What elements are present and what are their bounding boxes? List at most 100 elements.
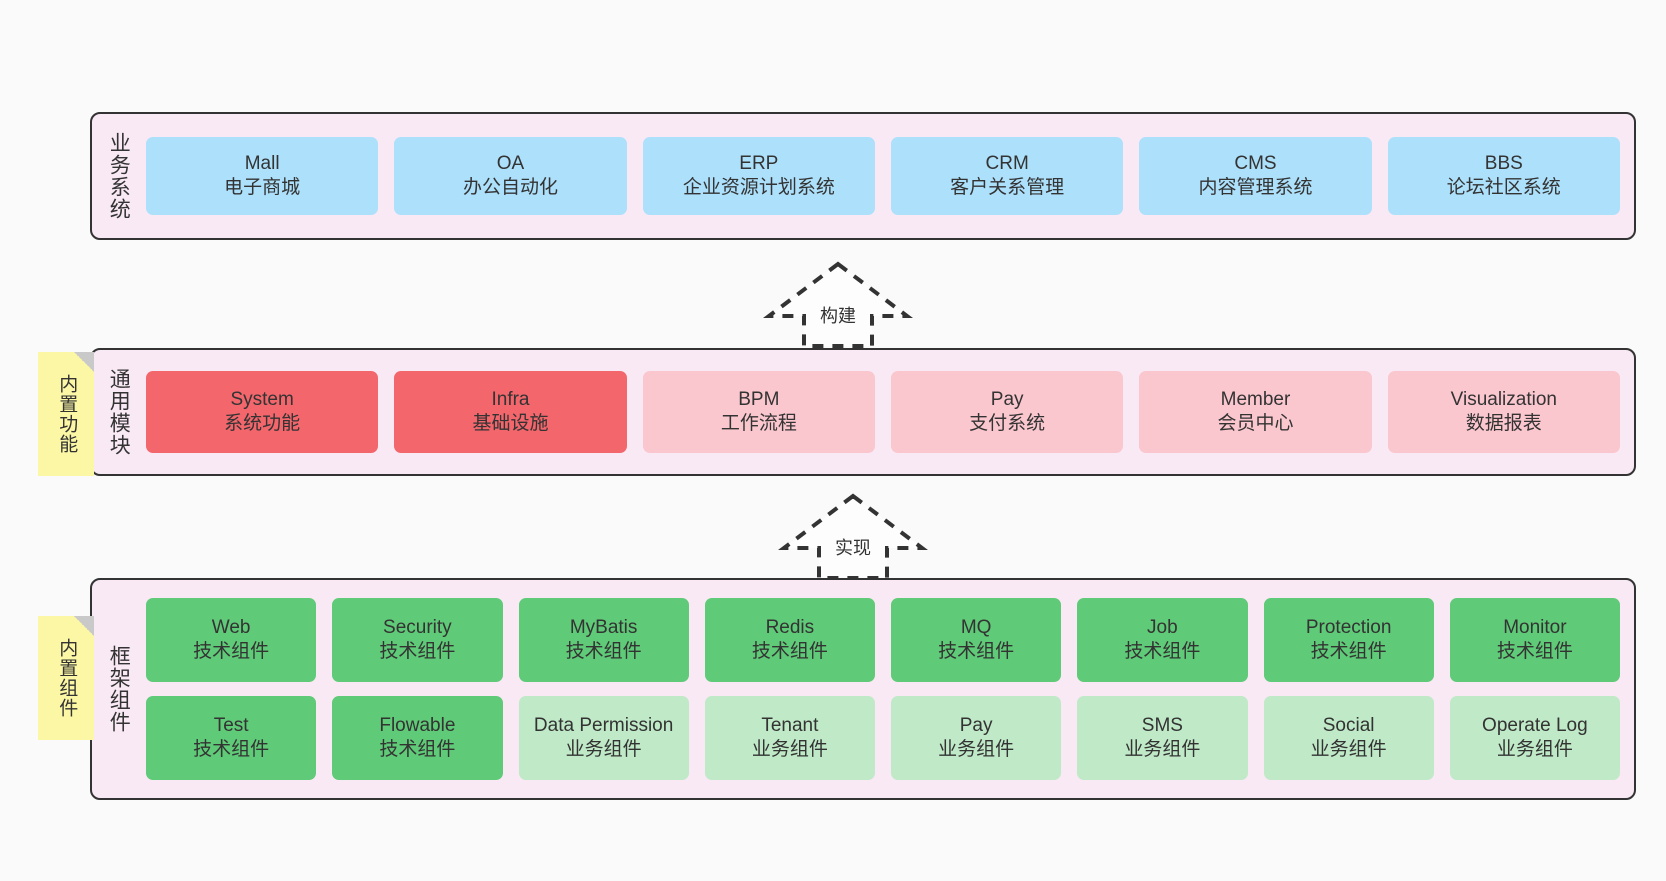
cell-title-cn: 办公自动化 [462, 177, 558, 198]
business-cell-erp[interactable]: ERP 企业资源计划系统 [642, 137, 875, 215]
component-cell-protection[interactable]: Protection 技术组件 [1263, 598, 1434, 682]
component-cell-pay[interactable]: Pay 业务组件 [891, 696, 1062, 780]
cell-title-cn: 业务组件 [938, 739, 1015, 760]
layer-title-business-system: 业务系统 [107, 132, 131, 220]
arrow-implement-shape [778, 493, 928, 580]
cell-title-cn: 电子商城 [224, 177, 301, 198]
cell-title-en: Mall [244, 152, 280, 174]
note-builtin-component: 内置组件 [38, 616, 94, 740]
cell-title-en: ERP [739, 152, 779, 174]
module-cell-visualization[interactable]: Visualization 数据报表 [1387, 371, 1620, 453]
cell-title-cn: 技术组件 [193, 641, 270, 662]
cell-title-cn: 支付系统 [969, 413, 1046, 434]
cell-title-cn: 客户关系管理 [950, 177, 1065, 198]
cell-title-cn: 工作流程 [720, 413, 797, 434]
cell-title-en: Web [211, 616, 251, 638]
cell-title-cn: 业务组件 [1124, 739, 1201, 760]
component-cell-mq[interactable]: MQ 技术组件 [891, 598, 1062, 682]
component-cell-job[interactable]: Job 技术组件 [1077, 598, 1248, 682]
cell-title-en: Pay [990, 388, 1024, 410]
component-cell-sms[interactable]: SMS 业务组件 [1077, 696, 1248, 780]
cell-title-en: MQ [960, 616, 992, 638]
cell-title-en: Infra [491, 388, 530, 410]
module-cell-pay[interactable]: Pay 支付系统 [890, 371, 1124, 453]
component-cell-flowable[interactable]: Flowable 技术组件 [332, 696, 503, 780]
layer-business-system: 业务系统 Mall 电子商城 OA 办公自动化 ERP 企业资源计划系统 CRM 客户关系管理… [90, 112, 1636, 240]
business-cell-oa[interactable]: OA 办公自动化 [394, 137, 627, 215]
cell-title-cn: 企业资源计划系统 [682, 177, 835, 198]
business-cell-mall[interactable]: Mall 电子商城 [146, 137, 379, 215]
cell-title-en: Job [1147, 616, 1178, 638]
component-cell-monitor[interactable]: Monitor 技术组件 [1449, 598, 1620, 682]
module-cell-bpm[interactable]: BPM 工作流程 [642, 371, 875, 453]
arrow-build-shape [763, 261, 913, 348]
cell-title-en: Social [1322, 714, 1375, 736]
cell-title-cn: 业务组件 [1310, 739, 1387, 760]
cell-title-cn: 业务组件 [1496, 739, 1573, 760]
cell-title-en: BBS [1484, 152, 1523, 174]
business-cell-crm[interactable]: CRM 客户关系管理 [890, 137, 1124, 215]
cell-title-en: CRM [985, 152, 1029, 174]
cell-title-cn: 技术组件 [1124, 641, 1201, 662]
cell-title-cn: 内容管理系统 [1198, 177, 1313, 198]
cell-title-cn: 技术组件 [751, 641, 828, 662]
cell-title-cn: 技术组件 [379, 739, 456, 760]
layer-body-business-system: Mall 电子商城 OA 办公自动化 ERP 企业资源计划系统 CRM 客户关系管理 CMS 内容… [136, 122, 1620, 230]
cell-title-en: Security [383, 616, 452, 638]
cell-title-cn: 基础设施 [472, 413, 549, 434]
cell-title-en: BPM [738, 388, 780, 410]
cell-title-en: System [230, 388, 294, 410]
component-cell-security[interactable]: Security 技术组件 [332, 598, 503, 682]
cell-title-cn: 技术组件 [565, 641, 642, 662]
component-cell-tenant[interactable]: Tenant 业务组件 [704, 696, 875, 780]
cell-title-en: Protection [1305, 616, 1392, 638]
cell-title-en: Pay [959, 714, 993, 736]
cell-title-en: MyBatis [569, 616, 638, 638]
cell-title-en: OA [496, 152, 525, 174]
cell-title-en: Visualization [1450, 388, 1557, 410]
cell-title-en: CMS [1234, 152, 1277, 174]
cell-title-en: Redis [765, 616, 815, 638]
business-cell-cms[interactable]: CMS 内容管理系统 [1139, 137, 1372, 215]
cell-title-cn: 技术组件 [1310, 641, 1387, 662]
cell-title-en: Test [213, 714, 249, 736]
module-cell-system[interactable]: System 系统功能 [146, 371, 379, 453]
cell-title-en: SMS [1141, 714, 1183, 736]
business-system-row: Mall 电子商城 OA 办公自动化 ERP 企业资源计划系统 CRM 客户关系管理 CMS 内容… [146, 137, 1620, 215]
component-cell-mybatis[interactable]: MyBatis 技术组件 [518, 598, 689, 682]
cell-title-en: Data Permission [533, 714, 674, 736]
business-cell-bbs[interactable]: BBS 论坛社区系统 [1387, 137, 1620, 215]
cell-title-en: Monitor [1503, 616, 1567, 638]
component-cell-social[interactable]: Social 业务组件 [1263, 696, 1434, 780]
cell-title-en: Flowable [379, 714, 456, 736]
component-cell-operate-log[interactable]: Operate Log 业务组件 [1449, 696, 1620, 780]
cell-title-cn: 系统功能 [224, 413, 301, 434]
note-builtin-function-label: 内置功能 [56, 374, 78, 454]
cell-title-cn: 论坛社区系统 [1446, 177, 1561, 198]
cell-title-cn: 技术组件 [379, 641, 456, 662]
cell-title-cn: 业务组件 [751, 739, 828, 760]
cell-title-cn: 技术组件 [938, 641, 1015, 662]
layer-common-module: 通用模块 System 系统功能 Infra 基础设施 BPM 工作流程 Pay 支付系统 Me… [90, 348, 1636, 476]
layer-title-framework-component: 框架组件 [107, 645, 131, 733]
layer-title-common-module: 通用模块 [107, 368, 131, 456]
cell-title-cn: 会员中心 [1217, 413, 1294, 434]
cell-title-cn: 技术组件 [1496, 641, 1573, 662]
cell-title-cn: 数据报表 [1465, 413, 1542, 434]
cell-title-en: Tenant [761, 714, 819, 736]
cell-title-en: Operate Log [1482, 714, 1588, 736]
note-builtin-function: 内置功能 [38, 352, 94, 476]
arrow-implement: 实现 [778, 490, 928, 582]
module-cell-infra[interactable]: Infra 基础设施 [394, 371, 627, 453]
component-cell-web[interactable]: Web 技术组件 [146, 598, 317, 682]
component-cell-redis[interactable]: Redis 技术组件 [704, 598, 875, 682]
